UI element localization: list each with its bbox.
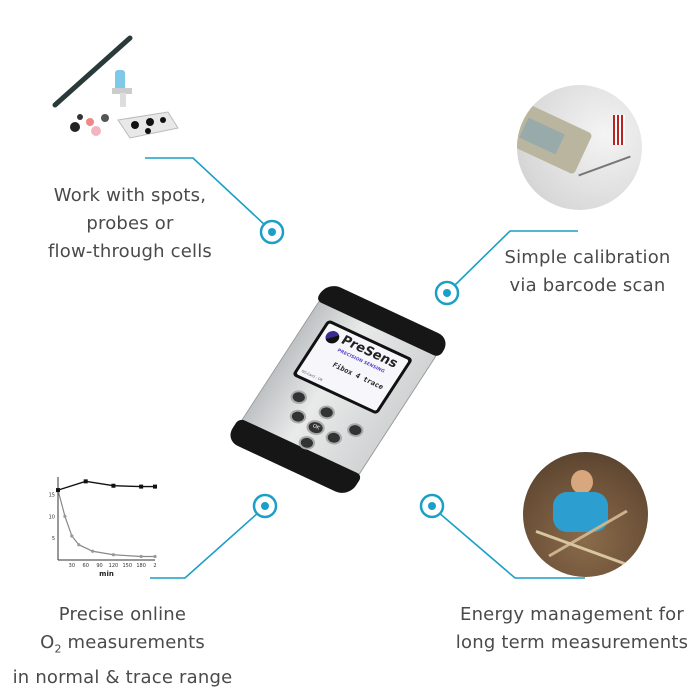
series-upper-point xyxy=(153,484,157,489)
caption-line: Precise online xyxy=(58,604,187,625)
caption-line: via barcode scan xyxy=(509,275,666,296)
connector-spots xyxy=(145,157,267,227)
caption-calibration: Simple calibration via barcode scan xyxy=(480,244,695,300)
series-upper-point xyxy=(111,483,116,488)
o2-subscript: 2 xyxy=(54,642,62,656)
x-tick-label: 120 xyxy=(109,563,119,569)
caption-line: O2 measurements xyxy=(0,629,245,664)
caption-line: Simple calibration xyxy=(504,247,671,268)
x-tick-label: 150 xyxy=(123,563,133,569)
o2-symbol: O xyxy=(40,632,55,653)
down-button[interactable] xyxy=(295,433,318,453)
marker-measurements-icon xyxy=(252,493,278,519)
caption-measurements: Precise online O2 measurements in normal… xyxy=(0,601,245,692)
connector-energy xyxy=(437,511,585,579)
caption-energy: Energy management for long term measurem… xyxy=(452,601,692,657)
y-tick-label: 15 xyxy=(49,492,55,498)
marker-spots-icon xyxy=(259,219,285,245)
caption-line: Energy management for xyxy=(460,604,684,625)
y-tick-label: 10 xyxy=(49,514,55,520)
caption-spots-probes: Work with spots, probes or flow-through … xyxy=(20,182,240,266)
series-lower-point xyxy=(70,534,74,538)
field-measurement-photo xyxy=(523,452,648,577)
series-upper-point xyxy=(83,479,88,484)
series-lower-point xyxy=(63,514,67,518)
x-tick-label: 60 xyxy=(83,563,89,569)
caption-line: in normal & trace range xyxy=(12,666,233,688)
x-tick-label: 2 xyxy=(153,563,156,569)
caption-line: probes or xyxy=(86,213,174,234)
caption-text: measurements xyxy=(61,632,205,653)
connector-measurements xyxy=(150,511,260,579)
spots-probes-image xyxy=(52,35,179,139)
caption-line: flow-through cells xyxy=(48,241,212,262)
up-button[interactable] xyxy=(315,403,338,422)
series-lower-point xyxy=(91,549,95,553)
y-tick-label: 5 xyxy=(52,536,55,542)
x-axis-label: min xyxy=(99,570,114,578)
caption-line: long term measurements xyxy=(455,632,689,653)
right-button[interactable] xyxy=(322,428,345,448)
x-tick-label: 30 xyxy=(69,563,75,569)
marker-energy-icon xyxy=(419,493,445,519)
x-tick-label: 90 xyxy=(96,563,102,569)
fibox-device: PreSens PRECISION SENSING Fibox 4 trace … xyxy=(224,281,452,498)
series-lower-point xyxy=(153,554,157,559)
series-upper-point xyxy=(56,488,60,493)
series-lower-point xyxy=(111,553,116,557)
series-lower-line xyxy=(57,489,155,558)
calibration-photo xyxy=(517,85,642,210)
series-upper-point xyxy=(139,484,144,489)
x-tick-label: 180 xyxy=(136,563,146,569)
series-lower-point xyxy=(77,543,81,547)
marker-calibration-icon xyxy=(434,280,460,306)
series-lower-point xyxy=(139,554,143,559)
device-status: SD-Card : OK xyxy=(300,369,324,383)
left-button[interactable] xyxy=(286,407,310,426)
ok-button[interactable]: OK xyxy=(303,417,328,438)
connector-calibration xyxy=(452,230,578,288)
caption-line: Work with spots, xyxy=(53,185,207,206)
